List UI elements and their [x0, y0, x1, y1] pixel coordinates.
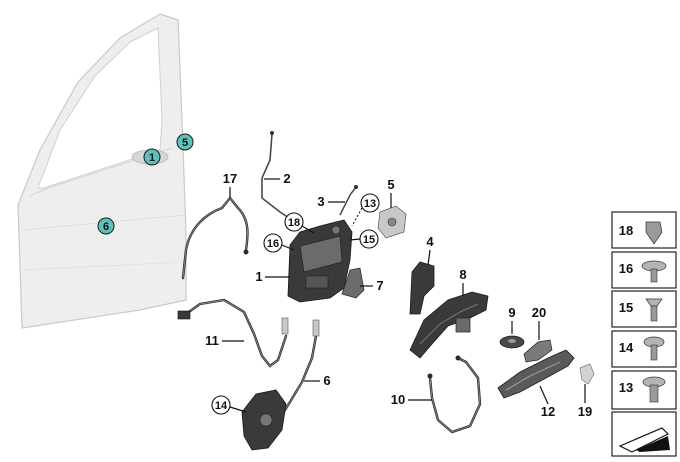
- part-4-bracket: [409, 261, 435, 315]
- part-12-outer-handle: [497, 349, 575, 399]
- part-10-cable: [427, 355, 482, 434]
- part-6-cable: [278, 319, 320, 420]
- part-9-gasket: [499, 335, 525, 349]
- svg-text:16: 16: [619, 261, 633, 276]
- label-20: 20: [532, 305, 546, 320]
- label-17: 17: [223, 171, 237, 186]
- legend-item-15: 15: [619, 298, 663, 322]
- callout-door-6: 6: [97, 217, 115, 235]
- label-11: 11: [205, 333, 219, 348]
- svg-text:15: 15: [363, 234, 375, 246]
- callout-15: 15: [349, 229, 379, 249]
- leader-12: [539, 385, 549, 405]
- label-4: 4: [426, 234, 434, 249]
- direction-arrow-icon: [618, 427, 670, 453]
- legend-item-18: 18: [619, 221, 663, 245]
- part-11-cable: [177, 298, 289, 368]
- door-shell: [17, 13, 187, 329]
- part-7-bracket: [341, 267, 365, 299]
- svg-text:6: 6: [103, 221, 109, 233]
- part-3-rod: [339, 185, 358, 216]
- label-3: 3: [317, 194, 324, 209]
- part-14-lower-lock: [241, 389, 287, 451]
- legend-item-13: 13: [619, 376, 666, 403]
- svg-text:16: 16: [267, 238, 279, 250]
- part-19-end-cap: [579, 363, 595, 385]
- callout-14: 14: [211, 395, 247, 415]
- label-2: 2: [283, 171, 290, 186]
- svg-text:5: 5: [182, 137, 188, 149]
- svg-text:1: 1: [149, 152, 155, 164]
- callout-door-1: 1: [143, 148, 161, 166]
- label-19: 19: [578, 404, 592, 419]
- leader-4: [427, 249, 431, 266]
- svg-text:15: 15: [619, 300, 633, 315]
- legend-item-14: 14: [619, 336, 665, 361]
- part-2-rod: [261, 131, 293, 221]
- part-17-cable: [181, 196, 249, 280]
- svg-text:18: 18: [619, 223, 633, 238]
- label-5: 5: [387, 177, 394, 192]
- svg-text:18: 18: [288, 217, 300, 229]
- label-12: 12: [541, 404, 555, 419]
- label-8: 8: [459, 267, 466, 282]
- label-6: 6: [323, 373, 330, 388]
- svg-text:13: 13: [364, 198, 376, 210]
- label-9: 9: [508, 305, 515, 320]
- svg-text:13: 13: [619, 380, 633, 395]
- part-1-door-lock: [287, 219, 353, 303]
- legend-item-16: 16: [619, 260, 667, 283]
- label-10: 10: [391, 392, 405, 407]
- callout-door-5: 5: [176, 133, 194, 151]
- part-5-striker: [377, 205, 407, 239]
- part-8-handle-carrier: [409, 291, 489, 359]
- callout-18: 18: [284, 212, 315, 234]
- label-1: 1: [255, 269, 262, 284]
- label-7: 7: [376, 278, 383, 293]
- svg-text:14: 14: [619, 340, 634, 355]
- callout-16: 16: [263, 233, 295, 253]
- callout-13: 13: [351, 193, 380, 227]
- part-20-cap: [523, 339, 553, 363]
- svg-text:14: 14: [215, 400, 228, 412]
- fastener-legend: 18 16 15 14 13: [611, 211, 677, 457]
